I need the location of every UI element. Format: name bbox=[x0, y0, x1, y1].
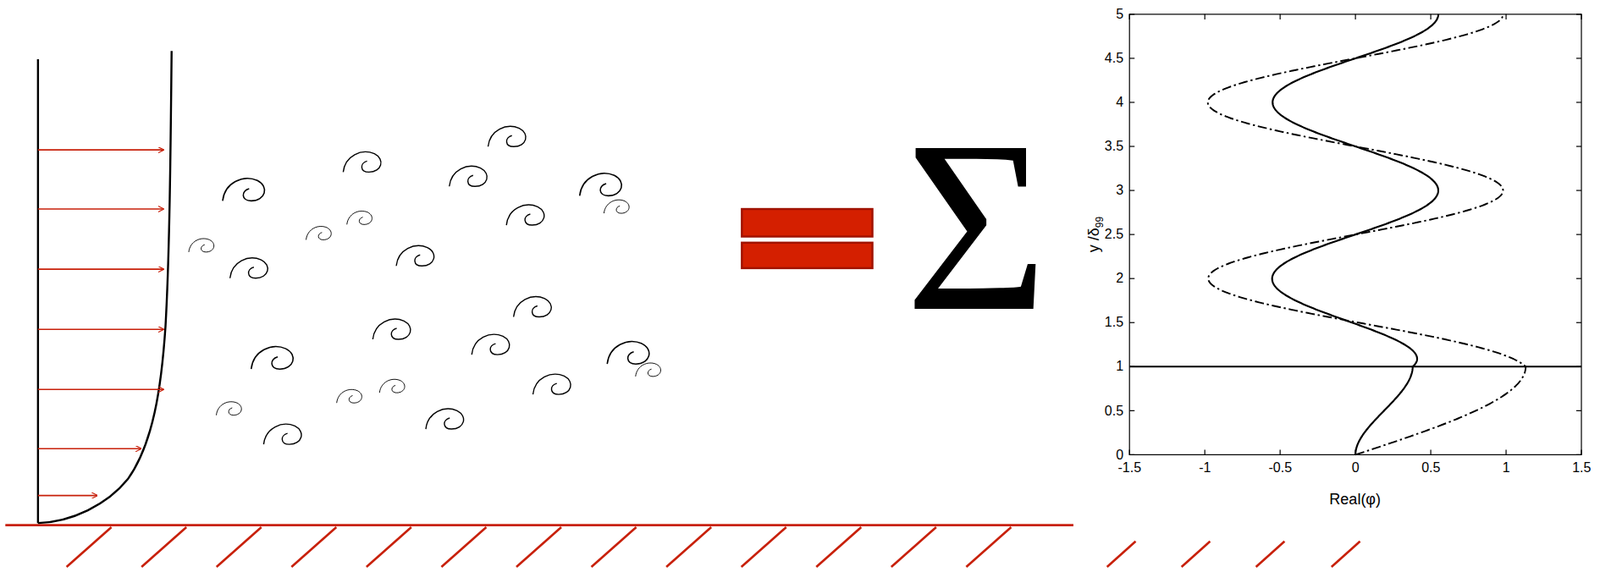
tick-label: 3 bbox=[1115, 183, 1124, 198]
mode-plot bbox=[1129, 14, 1582, 456]
axis-label-subscript: 99 bbox=[1093, 216, 1106, 228]
tick-label: 1.5 bbox=[1104, 315, 1124, 330]
tick-label: -0.5 bbox=[1268, 461, 1293, 475]
tick-label: 4.5 bbox=[1104, 51, 1124, 66]
wall bbox=[5, 525, 1360, 568]
tick-label: -1.5 bbox=[1118, 461, 1143, 475]
axis-label: y /δ99 bbox=[1086, 216, 1102, 253]
sum-symbol: Σ bbox=[904, 104, 1049, 350]
tick-label: 3.5 bbox=[1104, 139, 1124, 154]
tick-label: 1 bbox=[1502, 461, 1511, 475]
tick-label: 0 bbox=[1351, 461, 1360, 475]
tick-label: 0.5 bbox=[1104, 404, 1124, 419]
tick-label: 5 bbox=[1115, 7, 1124, 22]
tick-label: 2 bbox=[1115, 271, 1124, 286]
velocity-profile bbox=[38, 50, 172, 524]
axis-label: Real(φ) bbox=[1329, 491, 1381, 508]
axis-label-text: y /δ bbox=[1085, 227, 1103, 253]
eddies bbox=[188, 126, 662, 445]
tick-label: 4 bbox=[1115, 95, 1124, 110]
tick-label: 0.5 bbox=[1421, 461, 1440, 475]
tick-label: 0 bbox=[1115, 448, 1124, 463]
equals-sign bbox=[741, 209, 872, 269]
tick-label: -1 bbox=[1198, 461, 1211, 475]
tick-label: 1 bbox=[1115, 359, 1124, 374]
tick-label: 2.5 bbox=[1104, 227, 1124, 242]
tick-label: 1.5 bbox=[1572, 461, 1591, 475]
